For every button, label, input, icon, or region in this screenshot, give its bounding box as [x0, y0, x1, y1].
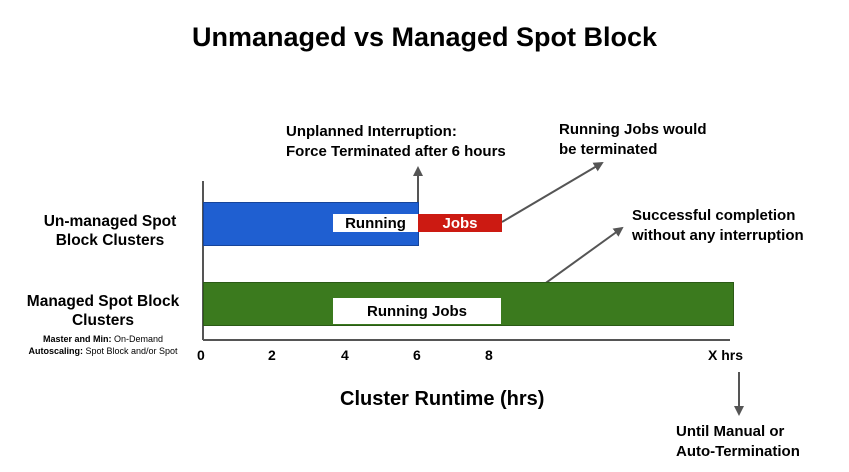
managed-running-label: Running Jobs: [367, 302, 467, 320]
managed-running-box: Running Jobs: [333, 298, 501, 324]
x-tick-x-hrs: X hrs: [708, 347, 744, 363]
managed-row-label: Managed Spot Block Clusters Master and M…: [8, 292, 198, 357]
master-value: On-Demand: [111, 334, 164, 344]
interruption-annotation: Unplanned Interruption: Force Terminated…: [286, 122, 506, 162]
success-line1: Successful completion: [632, 207, 796, 224]
page-title: Unmanaged vs Managed Spot Block: [191, 22, 658, 52]
managed-autoscale-note: Autoscaling: Spot Block and/or Spot: [8, 345, 198, 357]
x-tick-6: 6: [413, 347, 421, 363]
autoscale-key: Autoscaling:: [28, 346, 83, 356]
terminated-jobs-bar: Jobs: [418, 214, 502, 232]
managed-label-line2: Clusters: [71, 312, 135, 329]
until-line2: Auto-Termination: [676, 443, 800, 460]
unmanaged-row-label: Un-managed Spot Block Clusters: [20, 212, 200, 250]
unmanaged-running-box: Running: [333, 214, 418, 232]
unmanaged-label-line1: Un-managed Spot: [43, 213, 177, 230]
success-line2: without any interruption: [632, 227, 804, 244]
x-tick-2: 2: [268, 347, 276, 363]
until-annotation: Until Manual or Auto-Termination: [676, 422, 800, 462]
x-tick-0: 0: [197, 347, 205, 363]
unmanaged-running-label: Running: [345, 214, 406, 232]
x-tick-4: 4: [341, 347, 349, 363]
success-annotation: Successful completion without any interr…: [632, 206, 804, 246]
terminated-annotation: Running Jobs would be terminated: [559, 120, 706, 160]
x-tick-8: 8: [485, 347, 493, 363]
x-axis-title: Cluster Runtime (hrs): [340, 388, 545, 410]
terminated-jobs-label: Jobs: [442, 214, 478, 232]
interruption-line2: Force Terminated after 6 hours: [286, 143, 506, 160]
managed-label-line1: Managed Spot Block: [26, 293, 180, 310]
terminated-line1: Running Jobs would: [559, 121, 707, 138]
interruption-line1: Unplanned Interruption:: [286, 123, 457, 140]
autoscale-value: Spot Block and/or Spot: [82, 346, 178, 356]
until-line1: Until Manual or: [676, 423, 785, 440]
managed-master-note: Master and Min: On-Demand: [8, 333, 198, 345]
unmanaged-label-line2: Block Clusters: [55, 232, 165, 249]
terminated-arrow: [501, 161, 604, 223]
master-key: Master and Min:: [42, 334, 112, 344]
terminated-line2: be terminated: [559, 141, 658, 158]
